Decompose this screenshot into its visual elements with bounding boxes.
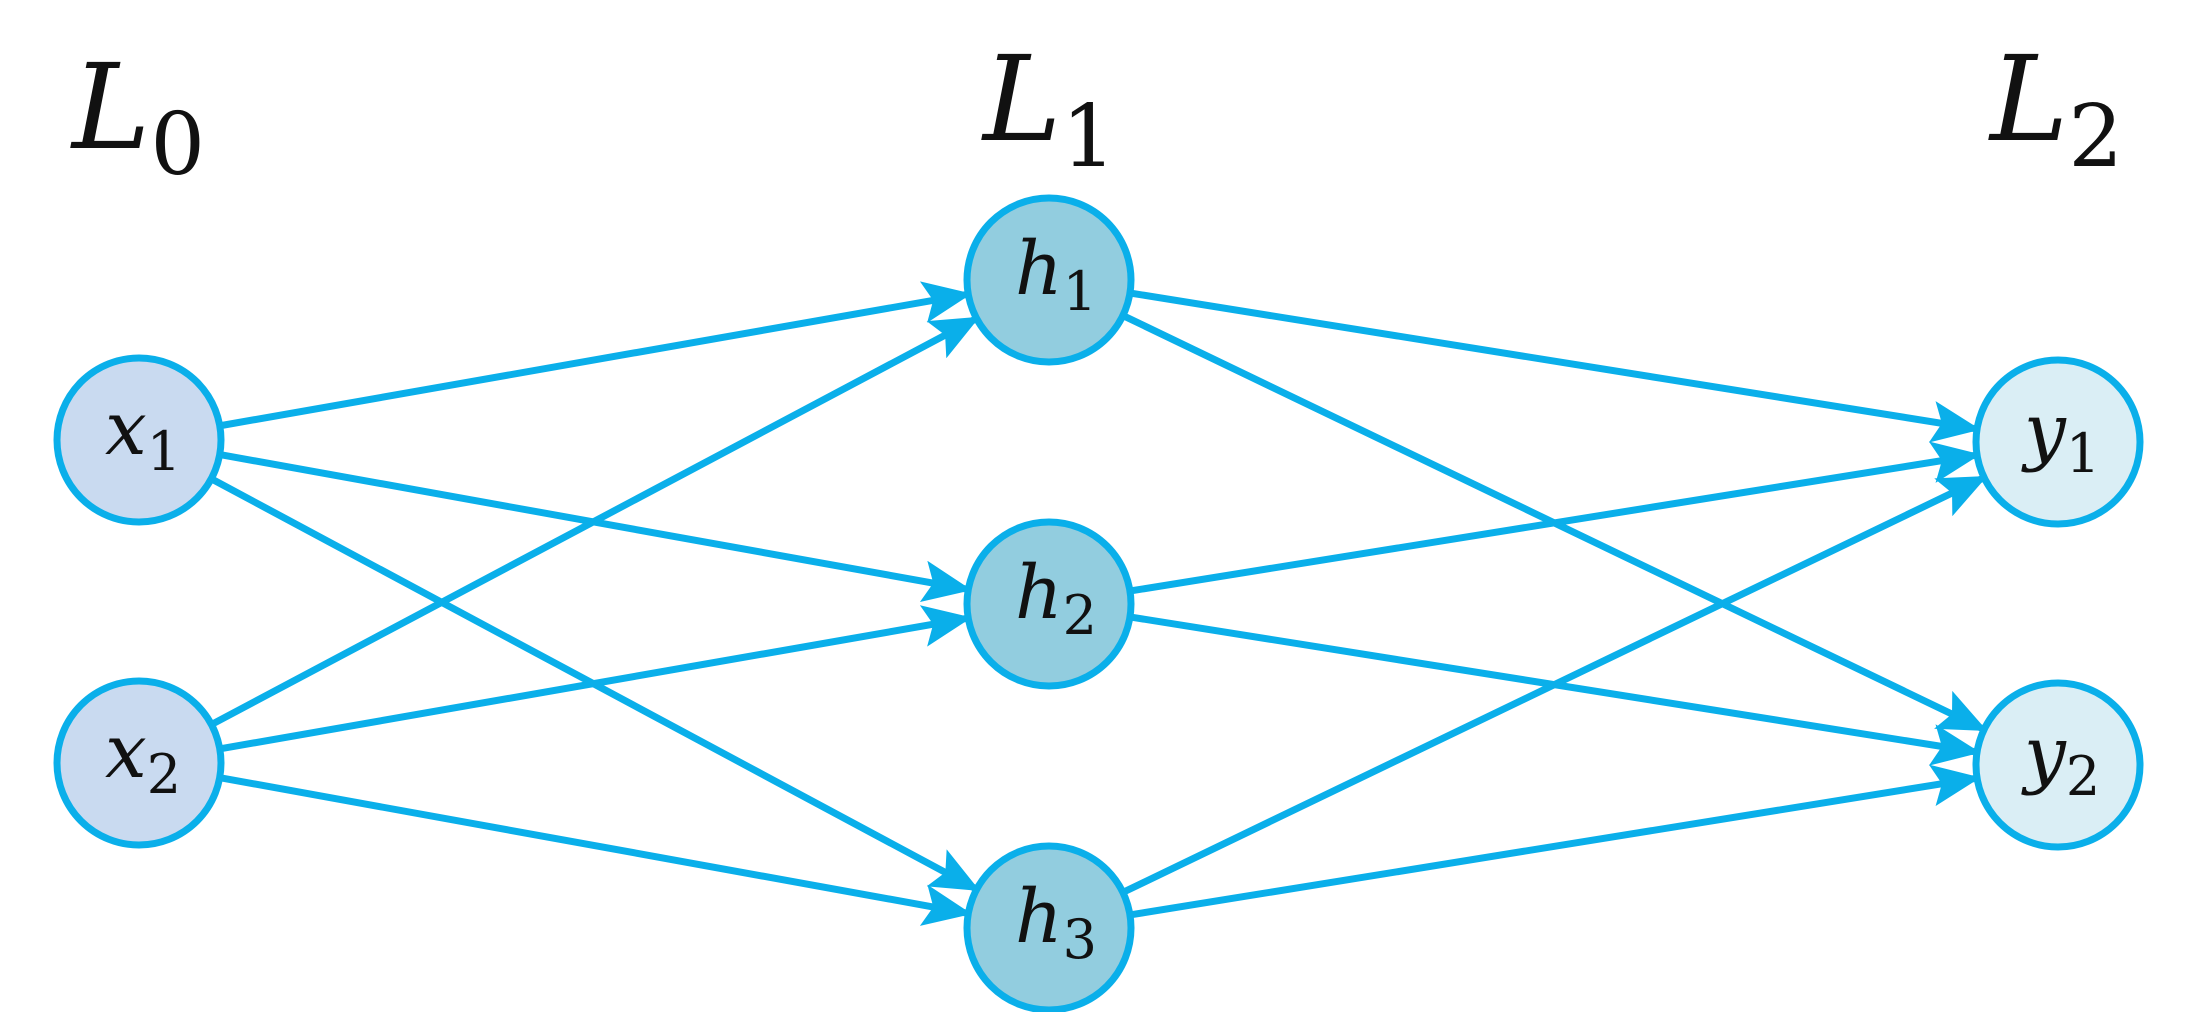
- layer-label-l0-base: L: [70, 38, 150, 176]
- node-label-base-h1: h: [1015, 226, 1063, 312]
- node-h3: h3: [963, 842, 1135, 1012]
- node-label-base-x2: x: [105, 709, 147, 795]
- layer-label-l1-sub: 1: [1061, 87, 1116, 187]
- edge-x2-h1: [204, 315, 980, 730]
- layer-label-l2-base: L: [1988, 30, 2068, 168]
- node-x2: x2: [53, 677, 225, 849]
- node-circle-x2: [53, 677, 225, 849]
- node-label-sub-x1: 1: [147, 420, 181, 483]
- node-label-sub-y1: 1: [2066, 422, 2100, 485]
- node-y1: y1: [1972, 356, 2144, 528]
- node-label-y2: y2: [2021, 711, 2100, 808]
- svg-text:L0: L0: [70, 38, 205, 195]
- node-circle-y1: [1972, 356, 2144, 528]
- svg-text:L1: L1: [981, 30, 1116, 187]
- node-y2: y2: [1972, 679, 2144, 851]
- edge-x2-h3: [212, 773, 972, 926]
- layer-label-l0-sub: 0: [150, 95, 205, 195]
- node-label-base-h2: h: [1015, 550, 1063, 636]
- edge-h3-y1: [1115, 474, 1988, 898]
- node-label-x1: x1: [105, 386, 181, 483]
- node-label-y1: y1: [2021, 388, 2100, 485]
- node-label-h2: h2: [1015, 550, 1097, 647]
- node-circle-y2: [1972, 679, 2144, 851]
- node-label-base-y2: y: [2021, 711, 2067, 797]
- layer-label-l2: L2: [1988, 30, 2123, 187]
- node-circle-h2: [963, 518, 1135, 690]
- layer-label-l1-base: L: [981, 30, 1061, 168]
- node-label-base-h3: h: [1015, 874, 1063, 960]
- layer-label-l1: L1: [981, 30, 1116, 187]
- node-label-h1: h1: [1015, 226, 1097, 323]
- node-label-sub-h3: 3: [1063, 908, 1097, 971]
- edge-h2-y1: [1122, 441, 1981, 596]
- edge-x1-h1: [212, 281, 972, 430]
- node-label-base-y1: y: [2021, 388, 2067, 474]
- node-x1: x1: [53, 354, 225, 526]
- svg-text:L2: L2: [1988, 30, 2123, 187]
- node-circle-h3: [963, 842, 1135, 1012]
- edge-x2-h2: [212, 605, 972, 754]
- node-label-base-x1: x: [105, 386, 147, 472]
- edge-h3-y2: [1122, 764, 1981, 920]
- node-h2: h2: [963, 518, 1135, 690]
- edges: [204, 281, 1988, 926]
- node-label-sub-x2: 2: [147, 743, 181, 806]
- layer-label-l0: L0: [70, 38, 205, 195]
- node-label-sub-h2: 2: [1063, 584, 1097, 647]
- node-label-sub-y2: 2: [2066, 745, 2100, 808]
- layer-label-l2-sub: 2: [2068, 87, 2123, 187]
- edge-h1-y1: [1122, 288, 1981, 443]
- node-label-x2: x2: [105, 709, 181, 806]
- node-circle-x1: [53, 354, 225, 526]
- node-label-h3: h3: [1015, 874, 1097, 971]
- node-label-sub-h1: 1: [1063, 260, 1097, 323]
- node-h1: h1: [963, 194, 1135, 366]
- node-circle-h1: [963, 194, 1135, 366]
